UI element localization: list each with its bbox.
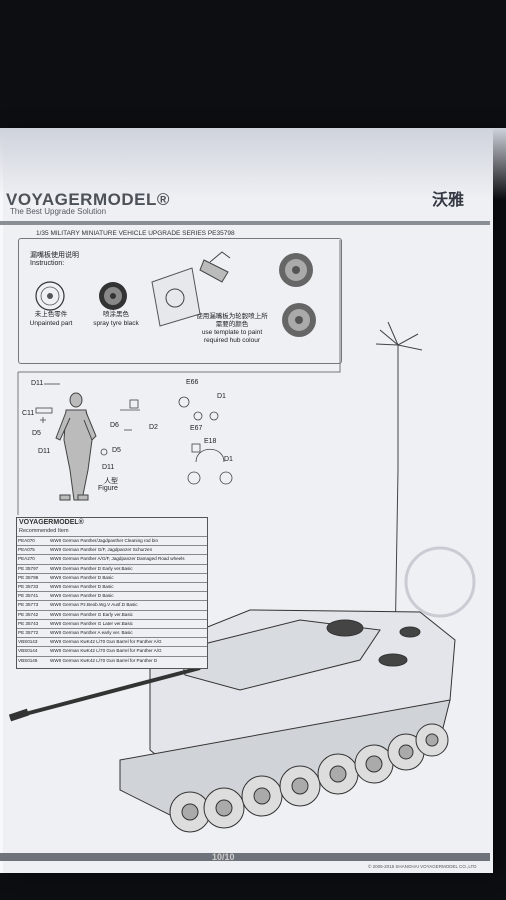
figure-caption-en: Figure bbox=[98, 485, 118, 492]
spray-caption-cjk: 喷涂黑色 bbox=[103, 311, 129, 318]
table-row: PE 35742 WWII German Panther G Early ver.… bbox=[17, 609, 207, 618]
item-code: VBS0144 bbox=[18, 648, 38, 654]
item-code: PE 35797 bbox=[18, 565, 39, 571]
template-card-icon bbox=[151, 251, 231, 327]
table-row: VBS0145 WWII German KwK42 L/70 Gun Barrel… bbox=[17, 655, 207, 664]
label-e66: E66 bbox=[186, 379, 199, 386]
recommended-brand: VOYAGERMODEL® bbox=[19, 519, 84, 526]
item-description: WWII German Panther G/F, Jagdpanzer Schu… bbox=[50, 547, 153, 553]
footer-bar bbox=[0, 853, 490, 861]
brand-cjk-name: 沃雅 bbox=[432, 192, 465, 209]
item-code: VBS0143 bbox=[18, 639, 38, 645]
item-description: WWII German Panther D Basic bbox=[50, 584, 114, 589]
item-description: WWII German Panther D Early ver.Basic bbox=[50, 565, 133, 571]
item-code: PEA270 bbox=[18, 556, 35, 562]
item-description: WWII German Pz.Beob.Wg.V Ausf.D Basic bbox=[50, 602, 138, 608]
item-code: PE 35733 bbox=[18, 584, 39, 589]
template-caption-cjk: 使用漏嘴板为轮毂喷上所需要的颜色 bbox=[196, 313, 268, 328]
label-d5-left: D5 bbox=[32, 430, 41, 437]
tank-hatches-icon bbox=[326, 619, 421, 667]
label-d1-top: D1 bbox=[217, 393, 226, 400]
label-d2: D2 bbox=[149, 424, 158, 431]
crew-figure-icon bbox=[55, 392, 97, 501]
antenna-icon bbox=[375, 321, 423, 651]
item-code: PE 35772 bbox=[18, 630, 39, 635]
table-row: PE 35733 WWII German Panther D Basic bbox=[17, 582, 207, 590]
brand-tagline: The Best Upgrade Solution bbox=[10, 207, 107, 216]
wheel-painted-top-icon bbox=[279, 253, 313, 287]
item-description: WWII German Panther D Basic bbox=[50, 574, 114, 580]
item-description: WWII German Panther/Jagdpanther Cleaning… bbox=[50, 538, 159, 543]
recommended-title: Recommended Item bbox=[19, 528, 69, 534]
wheel-unpainted-icon bbox=[35, 281, 65, 311]
item-code: PEA075 bbox=[18, 547, 35, 553]
table-row: PE 35741 WWII German Panther D Basic bbox=[17, 591, 207, 599]
label-d11-top: D11 bbox=[31, 380, 44, 387]
item-code: PEA070 bbox=[18, 538, 35, 543]
spray-caption-en: spray tyre black bbox=[93, 320, 139, 327]
page-number: 10/10 bbox=[212, 852, 235, 862]
item-code: PE 35798 bbox=[18, 574, 39, 580]
item-code: PE 35773 bbox=[18, 602, 39, 608]
table-row: PEA270 WWII German Panther A/G/F, Jagdpan… bbox=[17, 554, 207, 562]
header-divider bbox=[0, 221, 490, 225]
instruction-panel bbox=[18, 238, 342, 364]
label-d11-low: D11 bbox=[102, 464, 115, 471]
item-description: WWII German KwK42 L/70 Gun Barrel for Pa… bbox=[50, 657, 158, 663]
label-c11: C11 bbox=[22, 410, 35, 417]
unpainted-caption-cjk: 未上色零件 bbox=[34, 311, 68, 318]
copyright-text: © 2005-2018 SHANGHAI VOYAGERMODEL CO.,LT… bbox=[368, 864, 477, 869]
wheel-sprayed-icon bbox=[99, 282, 127, 310]
item-description: WWII German Panther A early ver. Basic bbox=[50, 630, 133, 635]
table-row: VBS0144 WWII German KwK42 L/70 Gun Barrel… bbox=[17, 646, 207, 654]
table-row: PEA075 WWII German Panther G/F, Jagdpanze… bbox=[17, 545, 207, 553]
table-row: VBS0143 WWII German KwK42 L/70 Gun Barrel… bbox=[17, 637, 207, 645]
table-row: PE 35797 WWII German Panther D Early ver.… bbox=[17, 563, 207, 572]
item-code: PE 35741 bbox=[18, 593, 39, 599]
item-code: VBS0145 bbox=[18, 657, 38, 663]
unpainted-caption-en: Unpainted part bbox=[29, 320, 73, 327]
instruction-title-cjk: 漏嘴板使用说明 bbox=[30, 252, 79, 259]
item-code: PE 35742 bbox=[18, 611, 39, 617]
instruction-title-en: Instruction: bbox=[30, 260, 65, 267]
wheel-painted-bottom-icon bbox=[282, 303, 316, 337]
table-row: PE 35743 WWII German Panther G Later ver.… bbox=[17, 618, 207, 627]
road-wheels-icon bbox=[169, 723, 449, 833]
item-description: WWII German Panther D Basic bbox=[50, 593, 114, 599]
panther-tank-illustration bbox=[8, 609, 456, 821]
item-description: WWII German KwK42 L/70 Gun Barrel for Pa… bbox=[50, 639, 162, 645]
figure-caption-cjk: 人型 bbox=[104, 478, 118, 485]
watermark-seal-icon bbox=[404, 546, 476, 618]
label-e18: E18 bbox=[204, 438, 217, 445]
paper-shadow bbox=[0, 128, 506, 200]
item-description: WWII German Panther G Later ver.Basic bbox=[50, 620, 133, 626]
table-row: PE 35798 WWII German Panther D Basic bbox=[17, 572, 207, 581]
table-row: PEA070 WWII German Panther/Jagdpanther Cl… bbox=[17, 536, 207, 544]
item-description: WWII German Panther A/G/F, Jagdpanzer Da… bbox=[50, 556, 185, 562]
label-d6: D6 bbox=[110, 422, 119, 429]
label-d5-right: D5 bbox=[112, 447, 121, 454]
item-code: PE 35743 bbox=[18, 620, 39, 626]
label-d11-mid: D11 bbox=[38, 448, 51, 455]
series-line: 1/35 MILITARY MINIATURE VEHICLE UPGRADE … bbox=[36, 230, 235, 237]
template-caption-en: use template to paint required hub colou… bbox=[201, 329, 263, 344]
label-e67: E67 bbox=[190, 425, 203, 432]
table-row: PE 35772 WWII German Panther A early ver.… bbox=[17, 628, 207, 636]
label-d1: D1 bbox=[224, 456, 233, 463]
item-description: WWII German Panther G Early ver.Basic bbox=[50, 611, 133, 617]
table-row: PE 35773 WWII German Pz.Beob.Wg.V Ausf.D … bbox=[17, 600, 207, 608]
brand-logo: VOYAGERMODEL® bbox=[6, 190, 170, 209]
item-description: WWII German KwK42 L/70 Gun Barrel for Pa… bbox=[50, 648, 162, 654]
